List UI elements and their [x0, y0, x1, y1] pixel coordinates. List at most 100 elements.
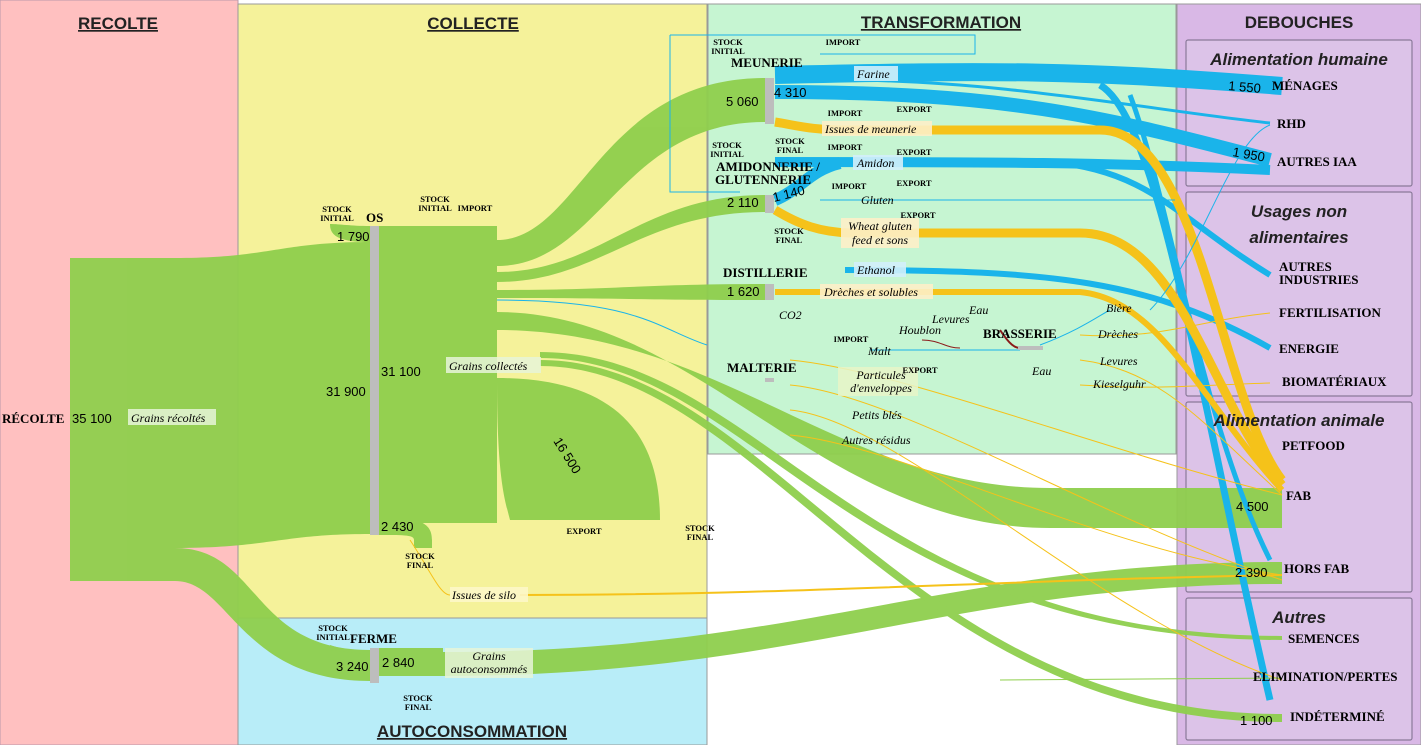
collecte-import-label: IMPORT [458, 203, 493, 213]
value-amidonnerie-in: 2 110 [727, 195, 759, 210]
flow-wheatgluten-fab [772, 206, 1286, 488]
value-ferme-in: 3 240 [336, 659, 369, 674]
particules-label-1: Particules [855, 368, 906, 382]
flow-os-fab [497, 312, 1282, 528]
petits-bles-label: Petits blés [851, 408, 902, 422]
thin-line [670, 34, 976, 55]
hors-fab-label: HORS FAB [1284, 561, 1349, 576]
flow-farine-rhd [839, 78, 1271, 125]
wheatgluten-export-label: EXPORT [900, 210, 935, 220]
menages-label: MÉNAGES [1272, 78, 1338, 93]
dreches-label: Drèches [1097, 327, 1138, 341]
collecte-stockfinal-final-label: FINAL [687, 532, 714, 542]
flow-dreches-fab [775, 289, 1285, 493]
thin-line [1079, 312, 1271, 337]
value-fab: 4 500 [1236, 499, 1269, 514]
amidonnerie-stockfinal-stock-label: STOCK [774, 226, 804, 236]
label-bg [854, 262, 906, 277]
ferme-node-label: FERME [350, 631, 397, 646]
os-node-label: OS [366, 210, 383, 225]
malterie-bar [765, 378, 774, 382]
malt-label: Malt [867, 344, 891, 358]
levures-out-label: Levures [1099, 354, 1138, 368]
label-bg [820, 284, 933, 299]
meunerie-node-label: MEUNERIE [731, 55, 803, 70]
fab-label: FAB [1286, 488, 1311, 503]
small-labels: STOCK INITIAL STOCK INITIAL IMPORT STOCK… [316, 37, 938, 712]
os-block [379, 226, 497, 523]
collecte-export-label: EXPORT [566, 526, 601, 536]
ferme-initial-label: INITIAL [316, 632, 350, 642]
flow-recolte-os [175, 242, 370, 548]
thin-line [669, 35, 740, 193]
amidonnerie-stockfinal-final-label: FINAL [776, 235, 803, 245]
meunerie-initial-label: INITIAL [711, 46, 745, 56]
value-menages: 1 550 [1228, 78, 1262, 96]
autres-box [1185, 597, 1413, 741]
usages-non-alim-label-2: alimentaires [1249, 228, 1348, 247]
value-autres-iaa: 1 950 [1231, 144, 1266, 164]
label-bg [853, 155, 903, 170]
flow-issues-silo [519, 574, 1283, 596]
amidonnerie-initial-label: INITIAL [710, 149, 744, 159]
flow-farine-autres-iaa [774, 85, 1272, 167]
label-bg [841, 218, 919, 248]
ferme-block [379, 648, 443, 676]
export-flow [497, 378, 660, 520]
autres-iaa-label: AUTRES IAA [1277, 154, 1357, 169]
meunerie-stock-label: STOCK [713, 37, 743, 47]
label-bg [128, 409, 216, 425]
label-bg [854, 66, 898, 81]
meunerie-bar [765, 78, 774, 124]
gluten-label: Gluten [861, 193, 894, 207]
flow-os-meunerie [497, 78, 765, 266]
eau-in-label: Eau [968, 303, 988, 317]
autres-label: Autres [1271, 608, 1326, 627]
amidonnerie-node-label-2: GLUTENNERIE [715, 172, 811, 187]
thin-line [409, 539, 451, 596]
gluten-import-label: IMPORT [832, 181, 867, 191]
kieselguhr-label: Kieselguhr [1092, 377, 1146, 391]
value-meunerie-in: 5 060 [726, 94, 759, 109]
malterie-node-label: MALTERIE [727, 360, 797, 375]
amidon-label: Amidon [856, 156, 894, 170]
value-os-in: 31 900 [326, 384, 366, 399]
amidonnerie-stock-label: STOCK [712, 140, 742, 150]
os-stockfinal-final-label: FINAL [407, 560, 434, 570]
os-initial-label: INITIAL [320, 213, 354, 223]
grains-autoconsommes-label-1: Grains [472, 649, 506, 663]
value-ferme-out: 2 840 [382, 655, 415, 670]
flow-ferme-horsfab [443, 562, 1282, 676]
label-bg [838, 367, 918, 396]
brasserie-node-label: BRASSERIE [983, 326, 1057, 341]
debouches-header: DEBOUCHES [1245, 13, 1354, 32]
os-stock-initial-flow [330, 224, 370, 242]
amidon-export-label: EXPORT [896, 147, 931, 157]
flow-labels: Grains récoltés Grains collectés Grains … [128, 66, 1146, 678]
meunerie-stockfinal-stock-label: STOCK [775, 136, 805, 146]
grains-autoconsommes-label-2: autoconsommés [451, 662, 528, 676]
value-distillerie: 1 620 [727, 284, 760, 299]
transformation-header: TRANSFORMATION [861, 13, 1021, 32]
amidon-import-label: IMPORT [828, 142, 863, 152]
flow-os-amidonnerie [497, 195, 765, 282]
particules-label-2: d'enveloppes [850, 381, 912, 395]
ferme-stock-initial-flow [330, 645, 370, 655]
houblon-label: Houblon [898, 323, 941, 337]
collecte-initial-label: INITIAL [418, 203, 452, 213]
ferme-stock-label: STOCK [318, 623, 348, 633]
thin-line [1149, 124, 1271, 311]
autres-industries-label-1: AUTRES [1279, 259, 1332, 274]
usages-non-alim-box [1185, 191, 1413, 397]
thin-line [921, 339, 961, 349]
os-stock-label: STOCK [322, 204, 352, 214]
meunerie-stockfinal-final-label: FINAL [777, 145, 804, 155]
label-bg [822, 121, 932, 136]
rhd-label: RHD [1277, 116, 1306, 131]
levures-in-label: Levures [931, 312, 970, 326]
wheat-gluten-label-2: feed et sons [852, 233, 908, 247]
autres-residus-label: Autres résidus [841, 433, 911, 447]
alim-animale-label: Alimentation animale [1213, 411, 1385, 430]
thin-line [1079, 382, 1271, 388]
